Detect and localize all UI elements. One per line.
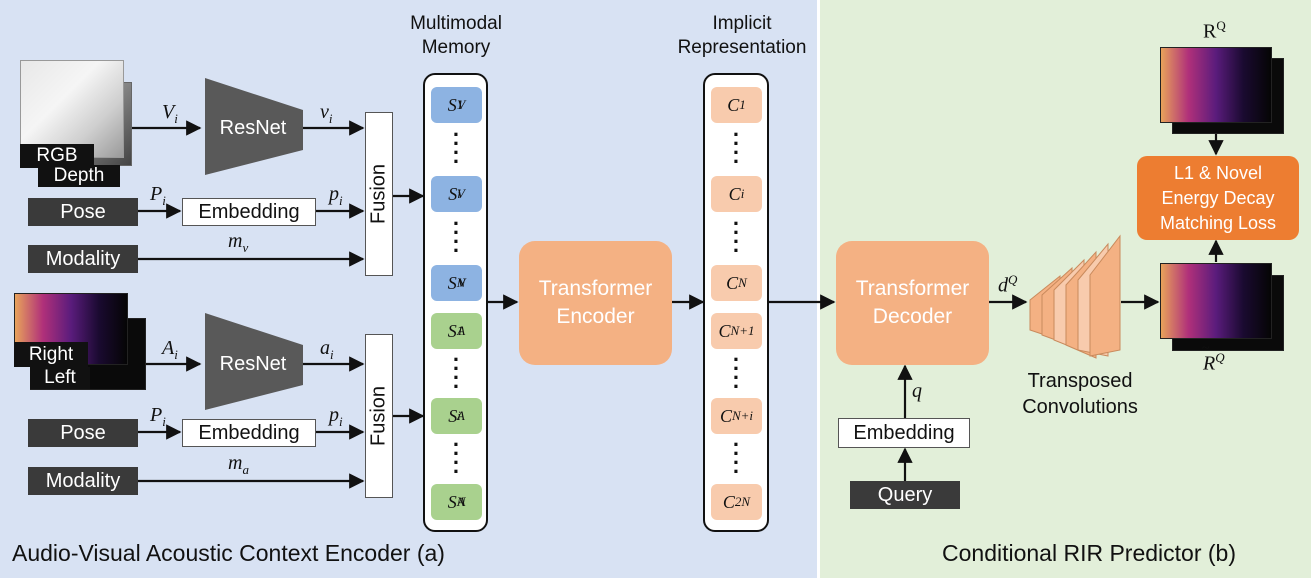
ground-truth-spectrogram bbox=[1160, 47, 1272, 123]
audio-feature-label: ai bbox=[320, 337, 334, 362]
predicted-label: ~ RQ bbox=[1202, 341, 1225, 375]
query-box: Query bbox=[850, 481, 960, 509]
memory-ellipsis: ···· bbox=[452, 347, 461, 399]
memory-ellipsis: ···· bbox=[452, 122, 461, 174]
visual-fusion-label: Fusion bbox=[367, 163, 390, 225]
rgb-image bbox=[20, 60, 124, 158]
implicit-ellipsis: ···· bbox=[732, 347, 741, 399]
memory-ellipsis: ···· bbox=[452, 432, 461, 484]
audio-fusion-box: Fusion bbox=[365, 334, 393, 498]
visual-modality-box: Modality bbox=[28, 245, 138, 273]
transformer-encoder: Transformer Encoder bbox=[519, 241, 672, 365]
audio-pose-box: Pose bbox=[28, 419, 138, 447]
audio-fusion-label: Fusion bbox=[367, 385, 390, 447]
predicted-spectrogram bbox=[1160, 263, 1272, 339]
query-embedding: Embedding bbox=[838, 418, 970, 448]
right-tag: Right bbox=[14, 342, 88, 367]
audio-input-label: Ai bbox=[162, 337, 178, 362]
resnet-audio-label: ResNet bbox=[219, 353, 287, 375]
visual-pose-embedding: Embedding bbox=[182, 198, 316, 226]
visual-fusion-box: Fusion bbox=[365, 112, 393, 276]
memory-heading: Multimodal Memory bbox=[410, 13, 502, 58]
transformer-decoder: Transformer Decoder bbox=[836, 241, 989, 365]
query-embedding-label: q bbox=[912, 380, 922, 402]
memory-ellipsis: ···· bbox=[452, 211, 461, 263]
audio-pose-label: Pi bbox=[150, 404, 166, 429]
transposed-conv-label: Transposed Convolutions bbox=[1022, 370, 1138, 418]
depth-tag: Depth bbox=[38, 165, 120, 187]
implicit-ellipsis: ···· bbox=[732, 432, 741, 484]
implicit-ellipsis: ···· bbox=[732, 211, 741, 263]
visual-pose-box: Pose bbox=[28, 198, 138, 226]
visual-input-label: Vi bbox=[162, 101, 178, 126]
audio-pose-emb-label: pi bbox=[329, 404, 343, 429]
audio-modality-box: Modality bbox=[28, 467, 138, 495]
ground-truth-label: RQ bbox=[1203, 18, 1226, 43]
left-tag: Left bbox=[30, 367, 90, 389]
implicit-heading: Implicit Representation bbox=[677, 13, 807, 58]
memory-column bbox=[423, 73, 488, 532]
visual-pose-label: Pi bbox=[150, 183, 166, 208]
encoder-panel-title: Audio-Visual Acoustic Context Encoder (a… bbox=[12, 540, 445, 566]
implicit-column bbox=[703, 73, 769, 532]
resnet-visual-label: ResNet bbox=[219, 117, 287, 139]
rgb-tag: RGB bbox=[20, 144, 94, 168]
decoder-output-label: dQ bbox=[998, 272, 1018, 297]
visual-modality-label: mv bbox=[228, 230, 249, 255]
audio-pose-embedding: Embedding bbox=[182, 419, 316, 447]
audio-modality-label: ma bbox=[228, 452, 249, 477]
predictor-panel-title: Conditional RIR Predictor (b) bbox=[942, 540, 1237, 566]
loss-block: L1 & Novel Energy Decay Matching Loss bbox=[1137, 156, 1299, 240]
implicit-ellipsis: ···· bbox=[732, 122, 741, 174]
visual-feature-label: vi bbox=[320, 101, 333, 126]
visual-pose-emb-label: pi bbox=[329, 183, 343, 208]
